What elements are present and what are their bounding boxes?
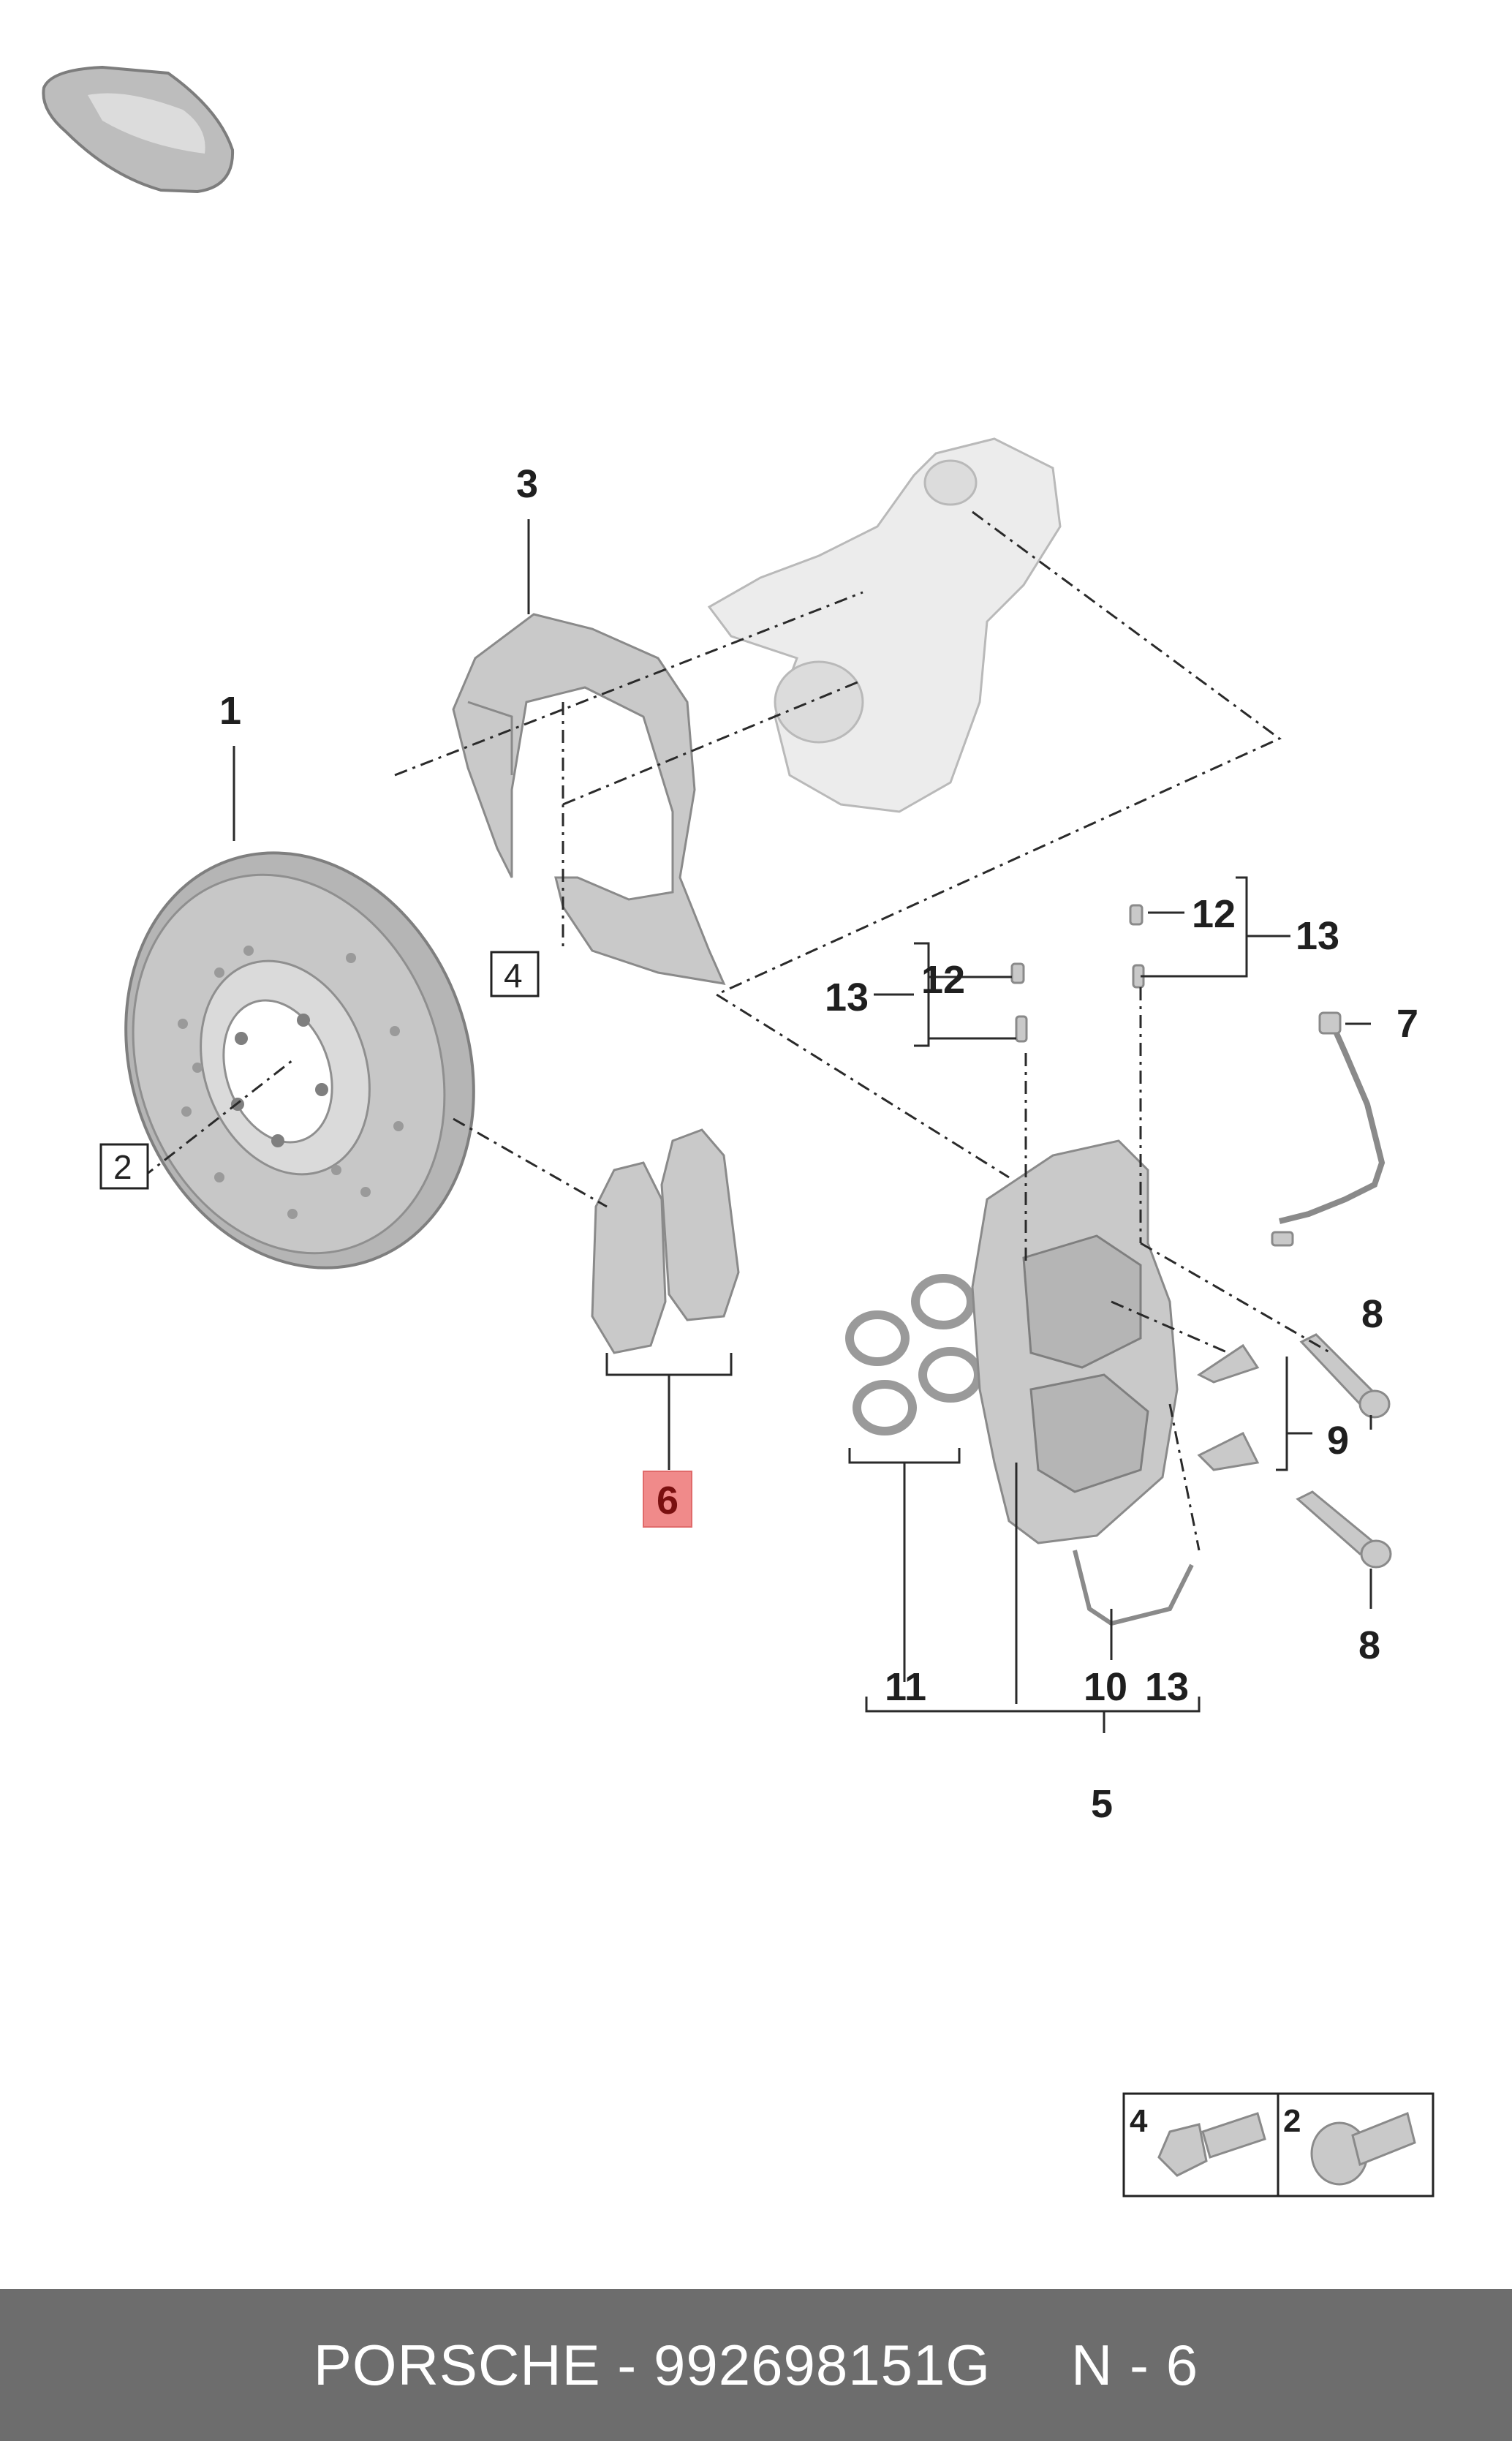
brake-dust-shield-part bbox=[452, 613, 726, 985]
flange-bolt-icon bbox=[1310, 2111, 1416, 2186]
svg-text:6: 6 bbox=[657, 1479, 678, 1523]
footer-bar: PORSCHE - 992698151G N - 6 bbox=[0, 2289, 1512, 2441]
callout-9: 9 bbox=[1327, 1419, 1349, 1463]
callout-11: 11 bbox=[885, 1665, 926, 1709]
callout-7: 7 bbox=[1396, 1002, 1418, 1046]
caliper-bolts-part bbox=[1296, 1333, 1392, 1569]
svg-text:2: 2 bbox=[113, 1148, 132, 1186]
wear-sensor-part bbox=[1271, 1011, 1386, 1247]
brake-pads-part bbox=[591, 1128, 740, 1354]
pad-springs-part bbox=[1197, 1343, 1260, 1471]
callout-8-bottom: 8 bbox=[1358, 1623, 1380, 1667]
callout-12-left: 12 bbox=[921, 958, 965, 1002]
callout-12-right: 12 bbox=[1192, 892, 1236, 936]
callout-1: 1 bbox=[219, 689, 241, 733]
callout-13-right: 13 bbox=[1296, 914, 1339, 958]
parts-diagram: 1 3 12 13 12 13 7 8 9 8 11 10 13 5 2 4 6… bbox=[42, 65, 1434, 2197]
callout-5: 5 bbox=[1091, 1782, 1113, 1826]
diagram-page-ref: N - 6 bbox=[1071, 2332, 1199, 2397]
hardware-inset: 4 2 bbox=[1122, 2092, 1434, 2197]
part-number-title: PORSCHE - 992698151G bbox=[313, 2332, 991, 2397]
alignment-lines bbox=[142, 510, 1331, 1551]
boxed-label-4: 4 bbox=[490, 951, 540, 997]
callout-13-bottom: 13 bbox=[1145, 1665, 1189, 1709]
brake-line-part bbox=[1073, 1550, 1194, 1626]
car-thumbnail-icon bbox=[42, 65, 235, 194]
brake-caliper-part bbox=[971, 1139, 1179, 1544]
inset-label-left: 4 bbox=[1130, 2103, 1148, 2139]
callout-10: 10 bbox=[1084, 1665, 1127, 1709]
brake-disc-part bbox=[124, 851, 475, 1269]
highlighted-callout-6: 6 bbox=[643, 1471, 692, 1528]
piston-seals-part bbox=[845, 1274, 983, 1435]
callout-3: 3 bbox=[516, 462, 538, 506]
leader-lines bbox=[233, 519, 1372, 1733]
bleed-valves-part bbox=[1010, 904, 1145, 1043]
svg-text:4: 4 bbox=[504, 957, 523, 995]
callout-13-left: 13 bbox=[825, 976, 869, 1019]
steering-knuckle-part bbox=[707, 437, 1062, 813]
callout-8-top: 8 bbox=[1361, 1292, 1383, 1336]
inset-label-right: 2 bbox=[1283, 2103, 1301, 2139]
hex-bolt-icon bbox=[1157, 2112, 1266, 2177]
boxed-label-2: 2 bbox=[99, 1143, 149, 1190]
